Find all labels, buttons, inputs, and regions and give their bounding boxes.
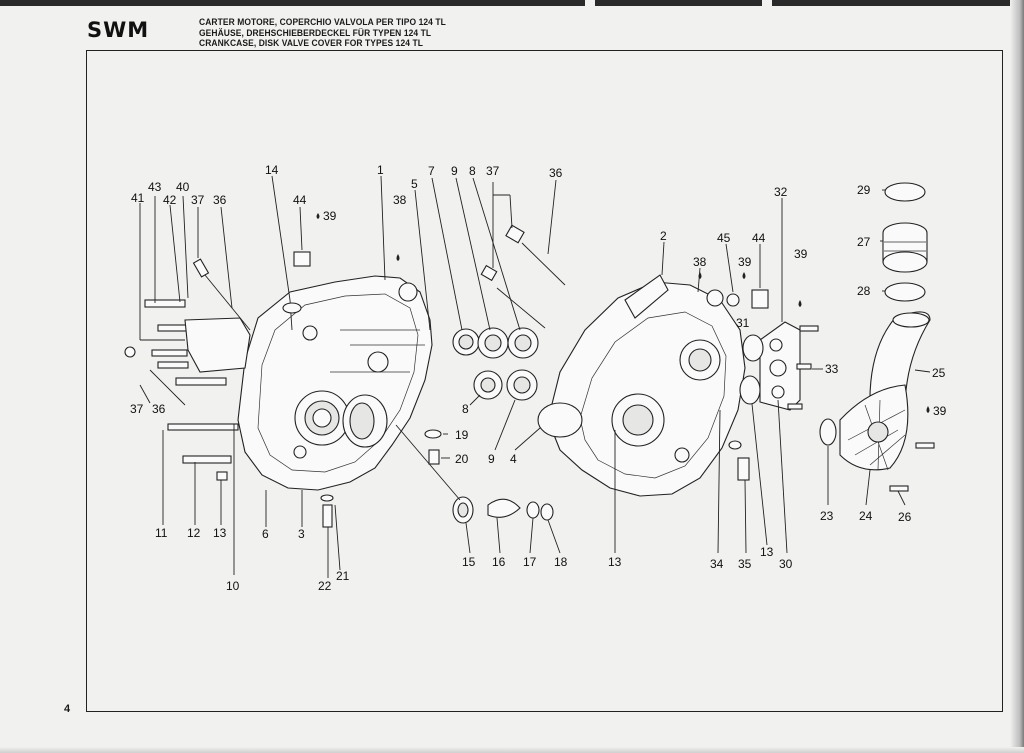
plug-20 — [428, 449, 440, 465]
left-crankcase-half — [237, 275, 433, 491]
gear-parts-15-18 — [452, 496, 554, 524]
callout-43: 43 — [148, 180, 162, 194]
callout-12: 12 — [187, 526, 201, 540]
scan-right-edge — [1010, 0, 1024, 753]
diagram-frame — [86, 50, 1003, 712]
left-bolts-studs — [124, 251, 311, 481]
callout-23: 23 — [820, 509, 834, 523]
callout-16: 16 — [492, 555, 506, 569]
callout-5: 5 — [411, 177, 418, 191]
callout-10: 10 — [226, 579, 240, 593]
scan-top-bar — [0, 0, 1024, 6]
leader-lines — [139, 175, 931, 578]
callout-35: 35 — [738, 557, 752, 571]
callout-38: 38 — [693, 255, 707, 269]
callout-33: 33 — [825, 362, 839, 376]
callout-18: 18 — [554, 555, 568, 569]
callout-40: 40 — [176, 180, 190, 194]
callout-28: 28 — [857, 284, 871, 298]
intake-assembly — [819, 182, 935, 492]
callout-37: 37 — [191, 193, 205, 207]
title-english: CRANKCASE, DISK VALVE COVER FOR TYPES 12… — [199, 38, 424, 48]
callout-31: 31 — [736, 316, 750, 330]
callout-41: 41 — [131, 191, 145, 205]
callout-26: 26 — [898, 510, 912, 524]
callout-29: 29 — [857, 183, 871, 197]
callout-37: 37 — [486, 164, 500, 178]
callout-42: 42 — [163, 193, 177, 207]
page-title-block: CARTER MOTORE, COPERCHIO VALVOLA PER TIP… — [199, 17, 467, 49]
brand-logo: SWM — [87, 18, 150, 42]
callout-25: 25 — [932, 366, 946, 380]
callout-36: 36 — [213, 193, 227, 207]
callout-27: 27 — [857, 235, 871, 249]
callout-13: 13 — [213, 526, 227, 540]
callout-2: 2 — [660, 229, 667, 243]
callout-9: 9 — [488, 452, 495, 466]
callout-3: 3 — [298, 527, 305, 541]
callout-8: 8 — [462, 402, 469, 416]
callout-45: 45 — [717, 231, 731, 245]
callout-6: 6 — [262, 527, 269, 541]
callout-32: 32 — [774, 185, 788, 199]
callout-21: 21 — [336, 569, 350, 583]
callout-9: 9 — [451, 164, 458, 178]
main-bearings — [452, 327, 539, 401]
title-italian: CARTER MOTORE, COPERCHIO VALVOLA PER TIP… — [199, 17, 446, 27]
callout-20: 20 — [455, 452, 469, 466]
washer-19 — [424, 429, 442, 439]
callout-44: 44 — [752, 231, 766, 245]
callout-39: 39 — [933, 404, 947, 418]
callout-4: 4 — [510, 452, 517, 466]
lubrication-drop-markers — [316, 213, 930, 413]
callout-39: 39 — [738, 255, 752, 269]
callout-39: 39 — [794, 247, 808, 261]
callout-11: 11 — [155, 526, 168, 540]
callout-39: 39 — [323, 209, 337, 223]
callout-7: 7 — [428, 164, 435, 178]
callout-36: 36 — [152, 402, 166, 416]
scan-bottom-edge — [0, 747, 1024, 753]
callout-13: 13 — [760, 545, 774, 559]
page-number: 4 — [64, 703, 71, 715]
callout-37: 37 — [130, 402, 144, 416]
title-german: GEHÄUSE, DREHSCHIEBERDECKEL FÜR TYPEN 12… — [199, 27, 432, 38]
callout-30: 30 — [779, 557, 793, 571]
bolt-22 — [322, 504, 333, 528]
right-crankcase-half — [547, 274, 746, 497]
callout-8: 8 — [469, 164, 476, 178]
callout-1: 1 — [377, 163, 384, 177]
callout-44: 44 — [293, 193, 307, 207]
callout-19: 19 — [455, 428, 469, 442]
callout-15: 15 — [462, 555, 476, 569]
callout-38: 38 — [393, 193, 407, 207]
callout-22: 22 — [318, 579, 332, 593]
callout-labels: 43 40 41 42 37 36 14 44 39 38 1 5 7 9 8 … — [130, 163, 947, 593]
disk-valve-cover — [726, 289, 819, 481]
callout-13: 13 — [608, 555, 622, 569]
center-studs — [480, 224, 566, 329]
callout-17: 17 — [523, 555, 537, 569]
seal-sleeve — [537, 402, 583, 438]
callout-36: 36 — [549, 166, 563, 180]
callout-14: 14 — [265, 163, 279, 177]
callout-34: 34 — [710, 557, 724, 571]
callout-24: 24 — [859, 509, 873, 523]
